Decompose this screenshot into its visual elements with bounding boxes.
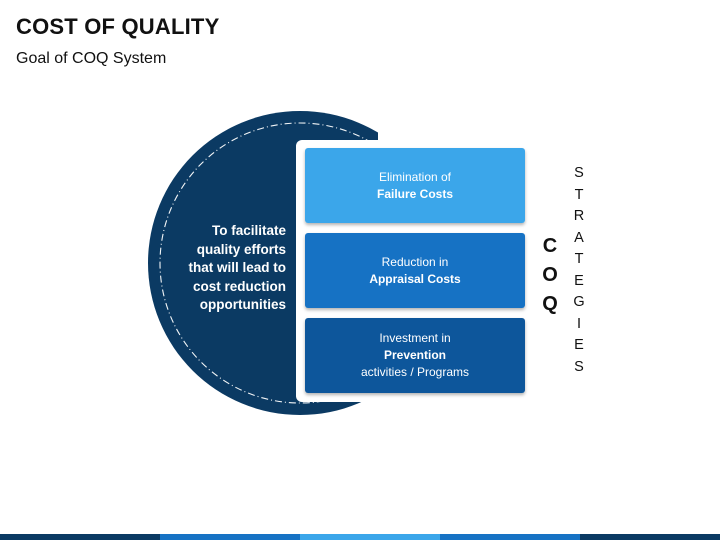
goal-line: that will lead to: [188, 260, 286, 275]
goal-line: quality efforts: [196, 241, 286, 257]
box-appraisal-costs: [305, 233, 525, 308]
strategies-letter: R: [573, 208, 585, 224]
footer-segment: [300, 534, 440, 540]
footer-segment: [160, 534, 300, 540]
box-line: Investment in: [379, 331, 451, 345]
strategies-letter: E: [574, 272, 584, 289]
box-prevention: [305, 318, 525, 393]
footer-segment: [0, 534, 160, 540]
box-failure-costs-text: Elimination of Failure Costs: [305, 169, 525, 203]
goal-line: To facilitate: [211, 223, 286, 238]
box-bold: Prevention: [383, 348, 446, 362]
strategies-letter: T: [574, 251, 584, 267]
strategies-letter: A: [574, 229, 584, 246]
goal-line: opportunities: [199, 297, 286, 312]
box-prevention-text: Investment in Prevention activities / Pr…: [305, 330, 525, 381]
strategies-letter: T: [574, 186, 584, 203]
page-title: COST OF QUALITY: [16, 14, 220, 39]
strategies-letter: G: [573, 294, 585, 310]
page-subtitle: Goal of COQ System: [16, 50, 167, 67]
coq-letter: Q: [542, 293, 558, 315]
strategies-letter: I: [576, 315, 582, 332]
strategies-letter: S: [574, 358, 584, 375]
box-line: activities / Programs: [360, 365, 470, 379]
box-line: Elimination of: [378, 170, 452, 184]
strategies-vertical-label: S T R A T E G I E S: [568, 163, 590, 378]
goal-line: cost reduction: [192, 278, 286, 294]
strategies-letter: E: [574, 337, 584, 353]
coq-letter: C: [542, 235, 558, 257]
box-failure-costs: [305, 148, 525, 223]
box-bold: Failure Costs: [376, 187, 454, 201]
strategies-letter: S: [574, 165, 584, 181]
footer-segment: [440, 534, 580, 540]
box-appraisal-costs-text: Reduction in Appraisal Costs: [305, 254, 525, 288]
coq-letter: O: [542, 264, 558, 286]
box-bold: Appraisal Costs: [369, 272, 461, 286]
coq-vertical-label: C O Q: [538, 232, 562, 319]
goal-text: To facilitate quality efforts that will …: [150, 222, 286, 315]
footer-segment: [580, 534, 720, 540]
box-line: Reduction in: [381, 255, 449, 269]
footer-color-bar: [0, 534, 720, 540]
